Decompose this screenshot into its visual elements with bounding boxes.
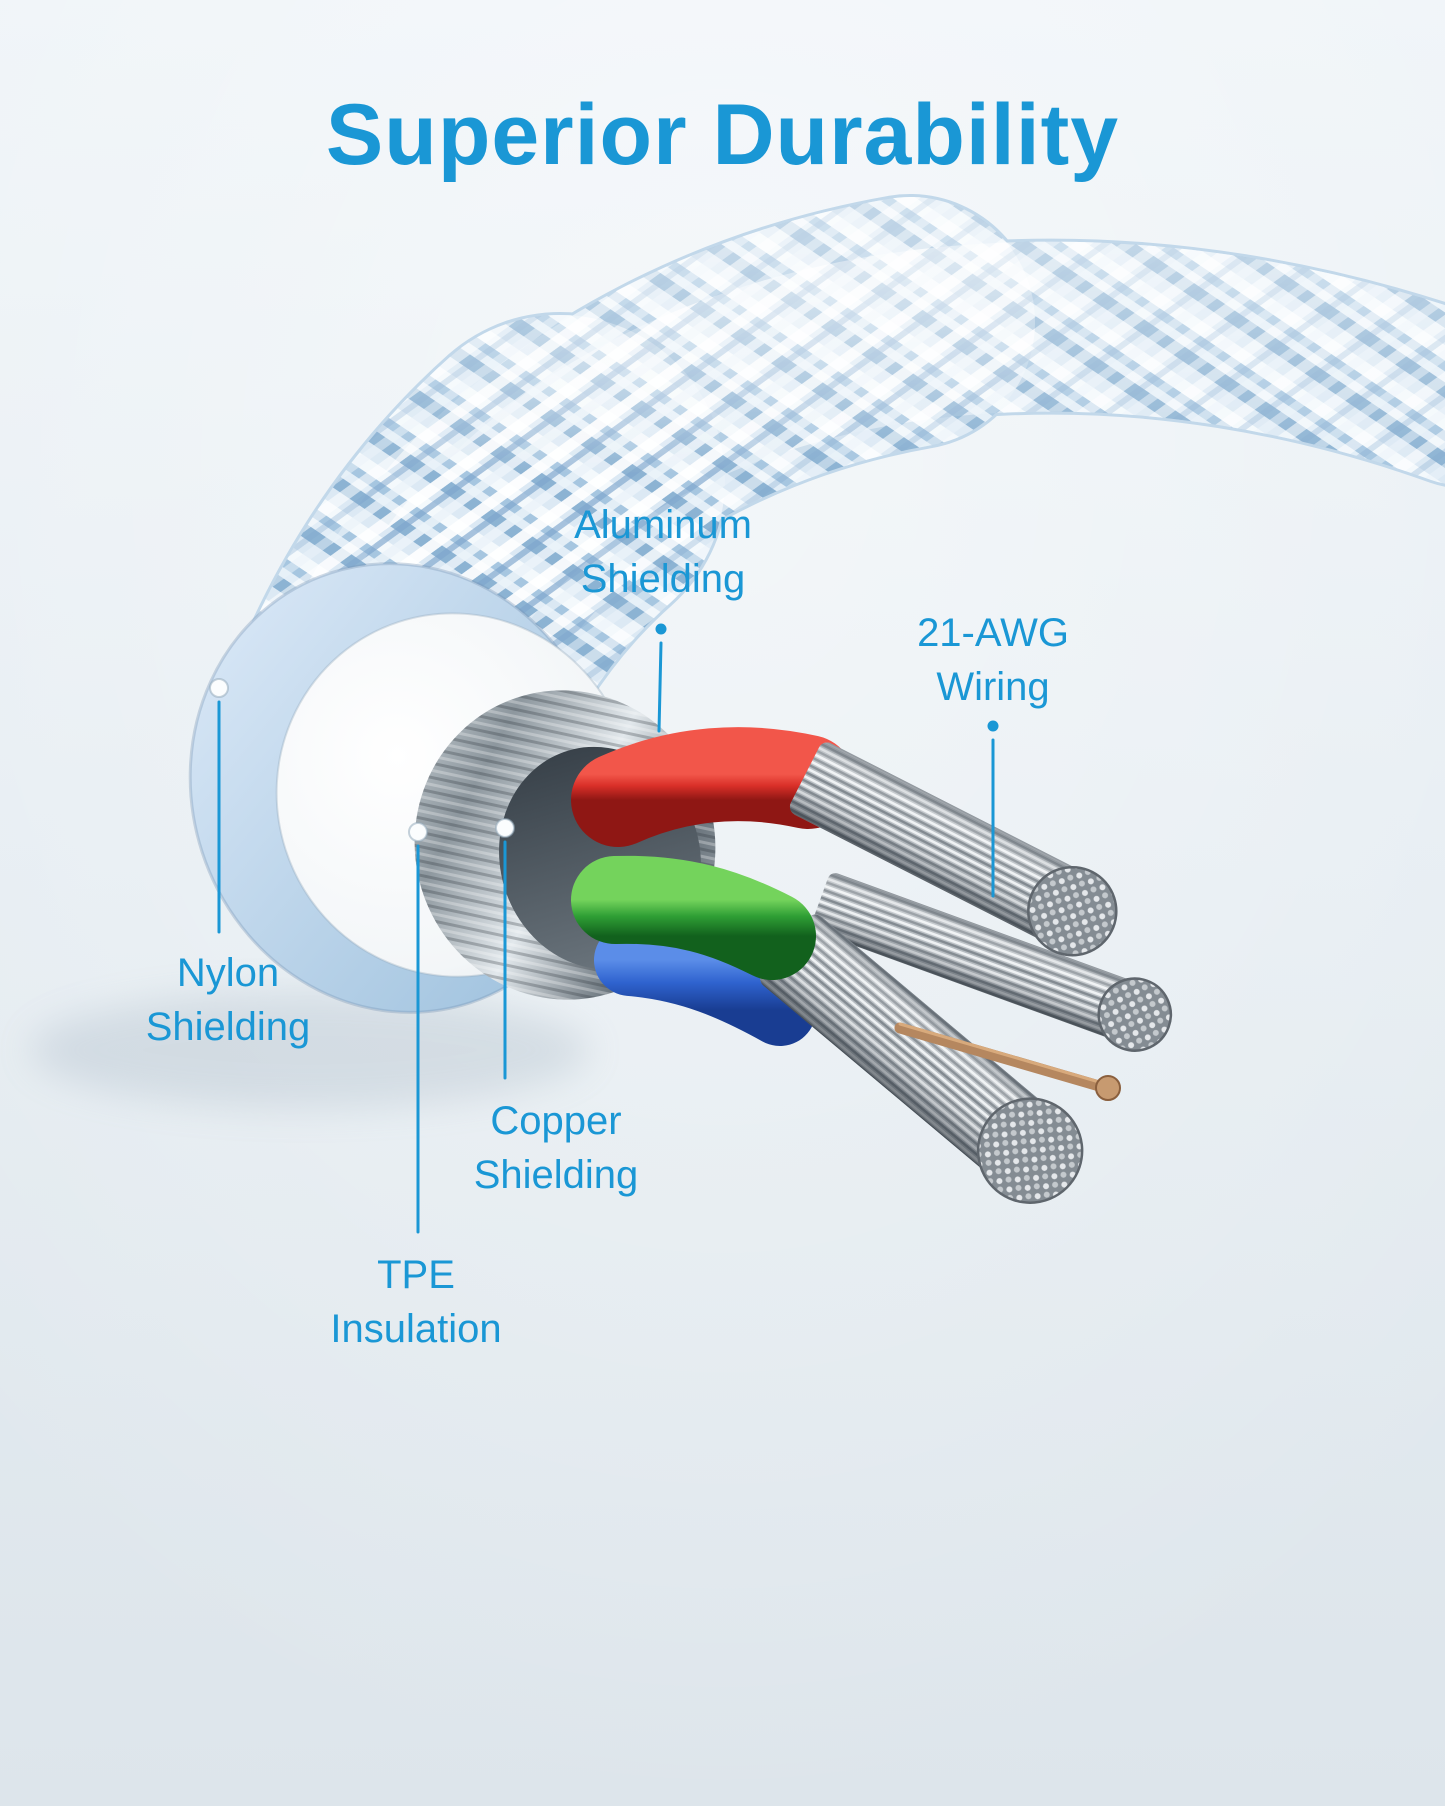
callout-nylon-shielding: Nylon Shielding [146, 946, 311, 1054]
wire-green [571, 855, 816, 980]
leader-dot-awg [987, 720, 999, 732]
callout-aluminum-shielding: Aluminum Shielding [574, 498, 752, 606]
anchor-dot-tpe [408, 822, 428, 842]
callout-label-line: Insulation [330, 1307, 502, 1351]
callout-label-line: Nylon [176, 951, 280, 995]
strand-bundle-top [789, 742, 1118, 957]
strand-bundle-bottom [760, 914, 1084, 1204]
callout-copper-shielding: Copper Shielding [474, 1094, 639, 1202]
callout-label-line: 21-AWG [917, 611, 1069, 655]
page-title: Superior Durability [325, 87, 1120, 183]
callout-tpe-insulation: TPE Insulation [330, 1248, 501, 1356]
anchor-dot-copper [495, 818, 515, 838]
callout-label-line: Shielding [145, 1005, 311, 1049]
leader-dot-aluminum [655, 623, 667, 635]
copper-strand [894, 1022, 1121, 1101]
callout-label-line: Copper [490, 1099, 622, 1143]
callout-label-line: TPE [377, 1253, 455, 1297]
wire-red [571, 727, 855, 847]
callout-leaders [209, 623, 999, 1234]
callout-21-awg-wiring: 21-AWG Wiring [917, 606, 1069, 714]
strand-bundle-middle [811, 873, 1173, 1052]
leader-line-aluminum [657, 641, 663, 733]
anchor-dot-nylon [209, 678, 229, 698]
callout-label-line: Aluminum [574, 503, 752, 547]
callout-label-line: Shielding [580, 557, 746, 601]
wire-blue [594, 924, 816, 1046]
callout-label-line: Wiring [936, 665, 1050, 709]
cable-floor-shadow [30, 992, 590, 1108]
callout-label-line: Shielding [473, 1153, 639, 1197]
